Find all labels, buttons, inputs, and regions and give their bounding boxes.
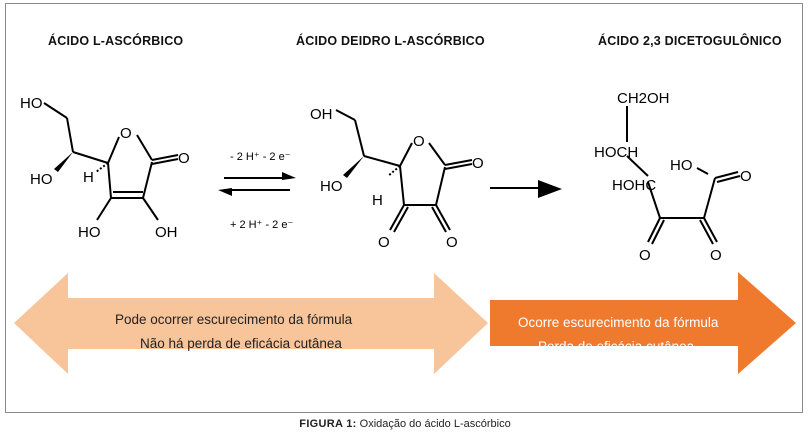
molecule-dehydroascorbic-acid bbox=[335, 109, 473, 233]
equilibrium-arrows bbox=[218, 172, 296, 196]
molecule-diketogulonic-acid bbox=[626, 106, 741, 245]
mol1-ho-mid: HO bbox=[30, 171, 53, 188]
banner-right-arrow bbox=[490, 272, 796, 374]
molecule-ascorbic-acid bbox=[43, 102, 179, 221]
mol3-ch2oh: CH2OH bbox=[617, 90, 670, 107]
reaction-reverse-label: + 2 H⁺ - 2 e⁻ bbox=[230, 219, 293, 231]
mol2-h: H bbox=[372, 192, 383, 209]
mol1-h: H bbox=[83, 169, 94, 186]
banner-right-line1: Ocorre escurecimento da fórmula bbox=[518, 315, 719, 330]
mol1-oh-right: OH bbox=[155, 224, 178, 241]
oxidation-arrow bbox=[490, 180, 562, 198]
mol2-o-right: O bbox=[446, 234, 458, 251]
caption-text: Oxidação do ácido L-ascórbico bbox=[359, 418, 511, 430]
mol3-o-acid: O bbox=[740, 168, 752, 185]
title-dehydroascorbic-acid: ÁCIDO DEIDRO L-ASCÓRBICO bbox=[296, 34, 485, 48]
reaction-forward-label: - 2 H⁺ - 2 e⁻ bbox=[230, 151, 291, 163]
mol1-o-carbonyl: O bbox=[178, 150, 190, 167]
banner-left-line1: Pode ocorrer escurecimento da fórmula bbox=[115, 312, 353, 327]
mol3-hohc-lower: HOHC bbox=[612, 177, 656, 194]
mol1-ho-top: HO bbox=[20, 95, 43, 112]
figure-caption: FIGURA 1: Oxidação do ácido L-ascórbico bbox=[0, 418, 810, 430]
banner-left-line2: Não há perda de eficácia cutânea bbox=[140, 336, 342, 351]
mol2-ho-mid: HO bbox=[320, 178, 343, 195]
mol1-o-ring: O bbox=[120, 125, 132, 142]
mol3-o-left: O bbox=[639, 247, 651, 264]
title-diketogulonic-acid: ÁCIDO 2,3 DICETOGULÔNICO bbox=[598, 34, 782, 48]
caption-label: FIGURA 1: bbox=[299, 418, 357, 430]
mol2-o-left: O bbox=[378, 234, 390, 251]
banner-right-line2: Perda de eficácia cutânea bbox=[538, 339, 695, 354]
mol3-hoch-upper: HOCH bbox=[594, 144, 638, 161]
mol2-o-carbonyl: O bbox=[472, 155, 484, 172]
mol3-o-right: O bbox=[710, 247, 722, 264]
title-ascorbic-acid: ÁCIDO L-ASCÓRBICO bbox=[48, 34, 184, 48]
mol3-ho-acid: HO bbox=[670, 157, 693, 174]
mol1-oh-left: HO bbox=[78, 224, 101, 241]
mol2-o-ring: O bbox=[413, 133, 425, 150]
mol2-oh-top: OH bbox=[310, 106, 333, 123]
banner-left-arrow bbox=[14, 273, 488, 374]
